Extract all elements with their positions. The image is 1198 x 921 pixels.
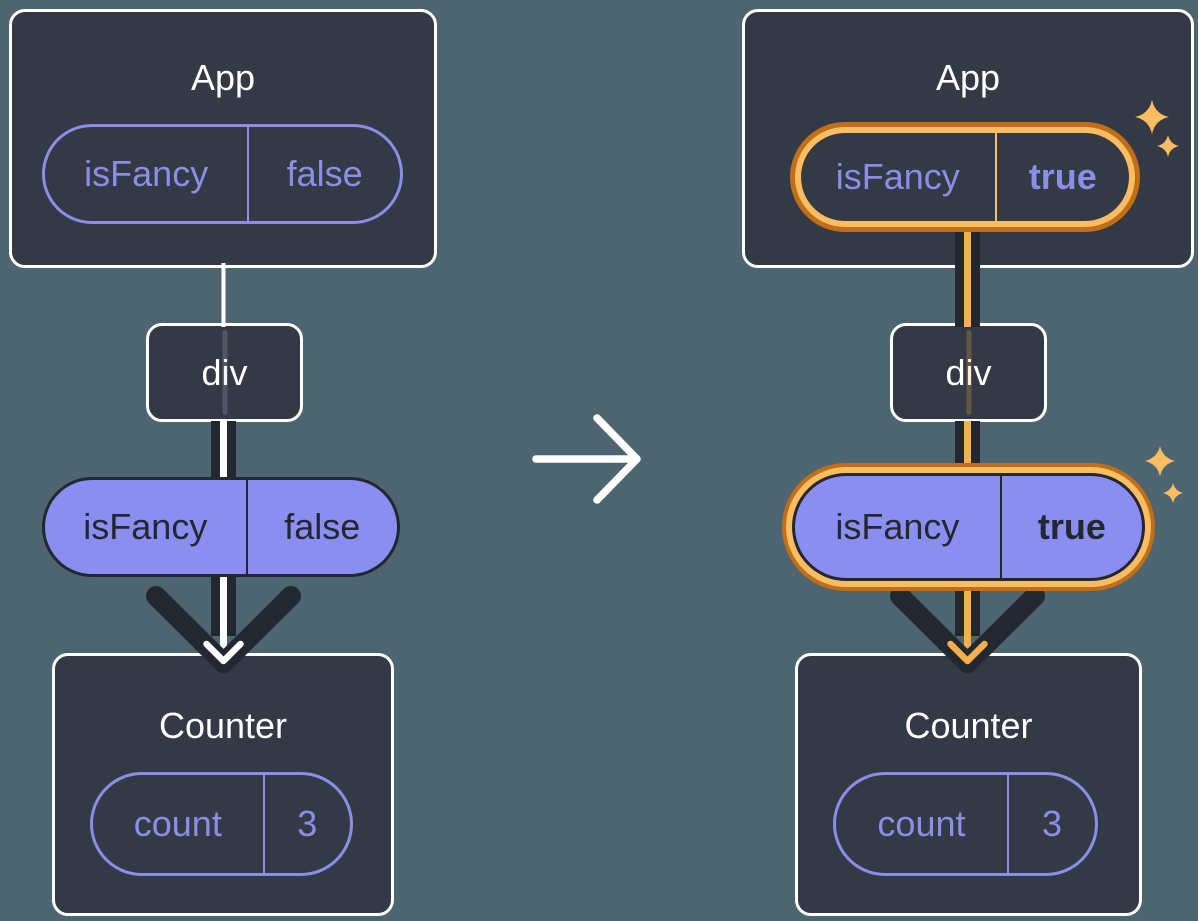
state-pill-counter-after: count 3 [833,772,1098,876]
pill-key: isFancy [84,153,209,194]
div-node-label: div [945,351,992,393]
pill-value: false [245,480,397,574]
node-title: Counter [904,705,1033,746]
pill-key: isFancy [83,506,208,547]
pill-value: true [999,476,1142,578]
sparkle-icon [1135,100,1169,134]
sparkle-icon [1157,135,1179,157]
state-pill-app-after: isFancy true [795,127,1135,227]
sparkle-icon [1163,483,1183,503]
node-title: App [190,57,256,98]
prop-pill-before: isFancy false [42,477,400,577]
pill-key: count [877,803,966,844]
edge-through-line [222,330,227,415]
state-pill-app-before: isFancy false [42,124,403,224]
pill-value: false [247,127,400,221]
edge-arrowhead-icon [947,640,988,665]
pill-key: count [133,803,222,844]
edge-arrowhead-icon [203,640,244,665]
sparkle-icon [1145,446,1175,476]
node-title: App [935,57,1001,98]
right-arrow-icon [532,414,641,504]
pill-key: isFancy [835,506,960,547]
node-title: Counter [158,705,288,746]
pill-value: true [994,133,1129,221]
pill-value: 3 [262,775,350,873]
pill-key: isFancy [835,156,960,197]
state-pill-counter-before: count 3 [90,772,353,876]
edge-through-line [966,330,971,415]
pill-value: 3 [1006,775,1095,873]
div-node-label: div [201,351,248,393]
div-node-before: div [146,323,303,422]
prop-pill-after: isFancy true [792,473,1145,581]
